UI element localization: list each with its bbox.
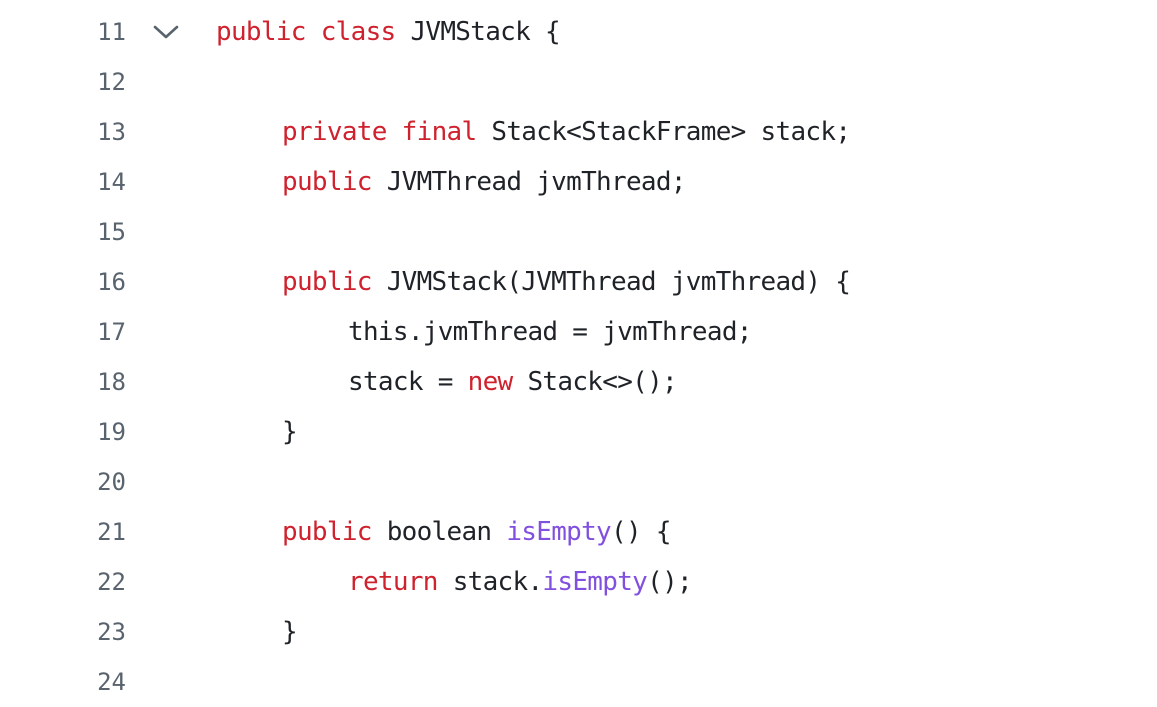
code-line: 19} [0, 407, 1157, 457]
code-line: 15 [0, 207, 1157, 257]
code-token: this.jvmThread = jvmThread; [348, 317, 752, 347]
keyword-token: public [282, 267, 372, 297]
code-token [387, 117, 402, 147]
keyword-token: new [467, 367, 514, 397]
keyword-token: return [348, 567, 438, 597]
line-number[interactable]: 16 [97, 268, 126, 296]
code-text: } [282, 607, 298, 657]
code-line: 16 public JVMStack(JVMThread jvmThread) { [0, 257, 1157, 307]
line-number[interactable]: 22 [97, 568, 126, 596]
code-text: } [282, 407, 298, 457]
line-number[interactable]: 19 [97, 418, 126, 446]
line-number[interactable]: 12 [97, 68, 126, 96]
line-number[interactable]: 18 [97, 368, 126, 396]
code-line: 13 private final Stack<StackFrame> stack; [0, 107, 1157, 157]
keyword-token: private [282, 117, 387, 147]
code-line: 22 return stack.isEmpty(); [0, 557, 1157, 607]
code-token: JVMThread jvmThread; [371, 167, 687, 197]
line-number[interactable]: 24 [97, 668, 126, 696]
line-number[interactable]: 13 [97, 118, 126, 146]
method-name-token: isEmpty [506, 517, 612, 547]
code-token: Stack<StackFrame> stack; [476, 117, 851, 147]
keyword-token: final [401, 117, 477, 147]
line-number[interactable]: 14 [97, 168, 126, 196]
code-token: Stack<>(); [512, 367, 678, 397]
code-text: return stack.isEmpty(); [348, 557, 693, 607]
chevron-down-icon[interactable] [151, 21, 181, 43]
code-token: (); [647, 567, 693, 597]
code-text: public JVMStack(JVMThread jvmThread) { [282, 257, 851, 307]
code-text: stack = new Stack<>(); [348, 357, 678, 407]
line-number[interactable]: 23 [97, 618, 126, 646]
line-number[interactable]: 15 [97, 218, 126, 246]
code-line: 21 public boolean isEmpty() { [0, 507, 1157, 557]
code-line: 24 [0, 657, 1157, 707]
keyword-token: class [320, 17, 396, 47]
code-line: 20 [0, 457, 1157, 507]
code-line: 17 this.jvmThread = jvmThread; [0, 307, 1157, 357]
code-text: this.jvmThread = jvmThread; [348, 307, 752, 357]
code-view: 11 public class JVMStack { 12 13 private fin… [0, 7, 1157, 707]
code-line: 18 stack = new Stack<>(); [0, 357, 1157, 407]
line-number[interactable]: 21 [97, 518, 126, 546]
code-text: private final Stack<StackFrame> stack; [282, 107, 851, 157]
code-text: public class JVMStack { [216, 7, 561, 57]
line-number[interactable]: 17 [97, 318, 126, 346]
code-text: public boolean isEmpty() { [282, 507, 672, 557]
code-token: stack = [348, 367, 468, 397]
code-line: 23} [0, 607, 1157, 657]
code-token: } [282, 417, 298, 447]
keyword-token: public [282, 167, 372, 197]
code-token: boolean [371, 517, 507, 547]
code-token: } [282, 617, 298, 647]
keyword-token: public [282, 517, 372, 547]
code-token: JVMStack { [395, 17, 560, 47]
line-number[interactable]: 20 [97, 468, 126, 496]
code-token: JVMStack(JVMThread jvmThread) { [371, 267, 851, 297]
method-name-token: isEmpty [542, 567, 648, 597]
code-line: 14 public JVMThread jvmThread; [0, 157, 1157, 207]
code-text: public JVMThread jvmThread; [282, 157, 686, 207]
code-line: 11 public class JVMStack { [0, 7, 1157, 57]
code-token [306, 17, 321, 47]
keyword-token: public [216, 17, 306, 47]
code-token: () { [611, 517, 672, 547]
code-line: 12 [0, 57, 1157, 107]
line-number[interactable]: 11 [97, 18, 126, 46]
code-token: stack. [437, 567, 543, 597]
